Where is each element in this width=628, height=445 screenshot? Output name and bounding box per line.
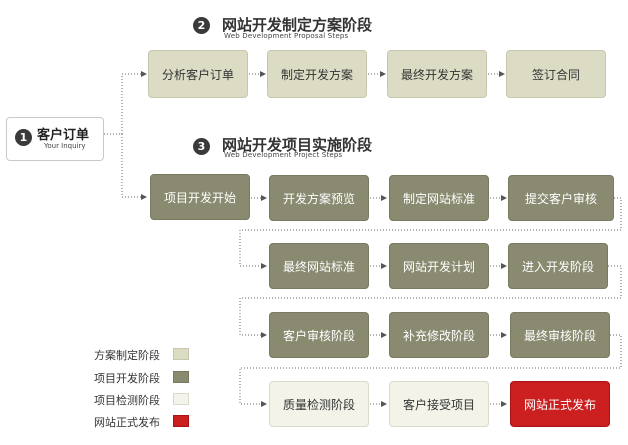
legend-swatch-plan (173, 348, 189, 360)
section3-number-badge: 3 (193, 138, 210, 155)
proposal-step-final-plan: 最终开发方案 (387, 50, 487, 98)
connector-wrap-3 (239, 334, 622, 407)
project-step-client-review-submit: 提交客户审核 (508, 175, 614, 221)
step-number-badge: 1 (15, 129, 32, 146)
start-subtitle: Your Inquiry (44, 142, 86, 150)
project-step-start: 项目开发开始 (150, 174, 250, 220)
project-step-client-review: 客户审核阶段 (269, 312, 369, 358)
project-step-publish: 网站正式发布 (510, 381, 610, 427)
project-step-qa: 质量检测阶段 (269, 381, 369, 427)
proposal-step-make-plan: 制定开发方案 (267, 50, 367, 98)
proposal-step-analyze-order: 分析客户订单 (148, 50, 248, 98)
legend-label-test: 项目检测阶段 (94, 394, 160, 407)
section3-subtitle: Web Development Project Steps (224, 151, 343, 159)
project-step-final-standard: 最终网站标准 (269, 243, 369, 289)
project-step-dev-plan: 网站开发计划 (389, 243, 489, 289)
section2-title: 网站开发制定方案阶段 (222, 16, 373, 34)
project-step-site-standard: 制定网站标准 (389, 175, 489, 221)
project-step-client-accept: 客户接受项目 (389, 381, 489, 427)
start-title: 客户订单 (37, 128, 90, 143)
legend-swatch-dev (173, 371, 189, 383)
connector-start-branch-down (121, 134, 147, 200)
legend-swatch-publish (173, 415, 189, 427)
connector-start-branch (104, 71, 147, 135)
section2-number-badge: 2 (193, 17, 210, 34)
legend-label-dev: 项目开发阶段 (94, 372, 160, 385)
project-step-final-review: 最终审核阶段 (510, 312, 610, 358)
proposal-step-sign-contract: 签订合同 (506, 50, 606, 98)
legend-label-publish: 网站正式发布 (94, 416, 160, 429)
legend-swatch-test (173, 393, 189, 405)
start-node: 1 客户订单 Your Inquiry (6, 117, 104, 161)
project-step-revision: 补充修改阶段 (389, 312, 489, 358)
section3-title: 网站开发项目实施阶段 (222, 136, 373, 154)
project-step-plan-preview: 开发方案预览 (269, 175, 369, 221)
section2-subtitle: Web Development Proposal Steps (224, 32, 349, 40)
project-step-enter-dev: 进入开发阶段 (508, 243, 608, 289)
legend-label-plan: 方案制定阶段 (94, 349, 160, 362)
